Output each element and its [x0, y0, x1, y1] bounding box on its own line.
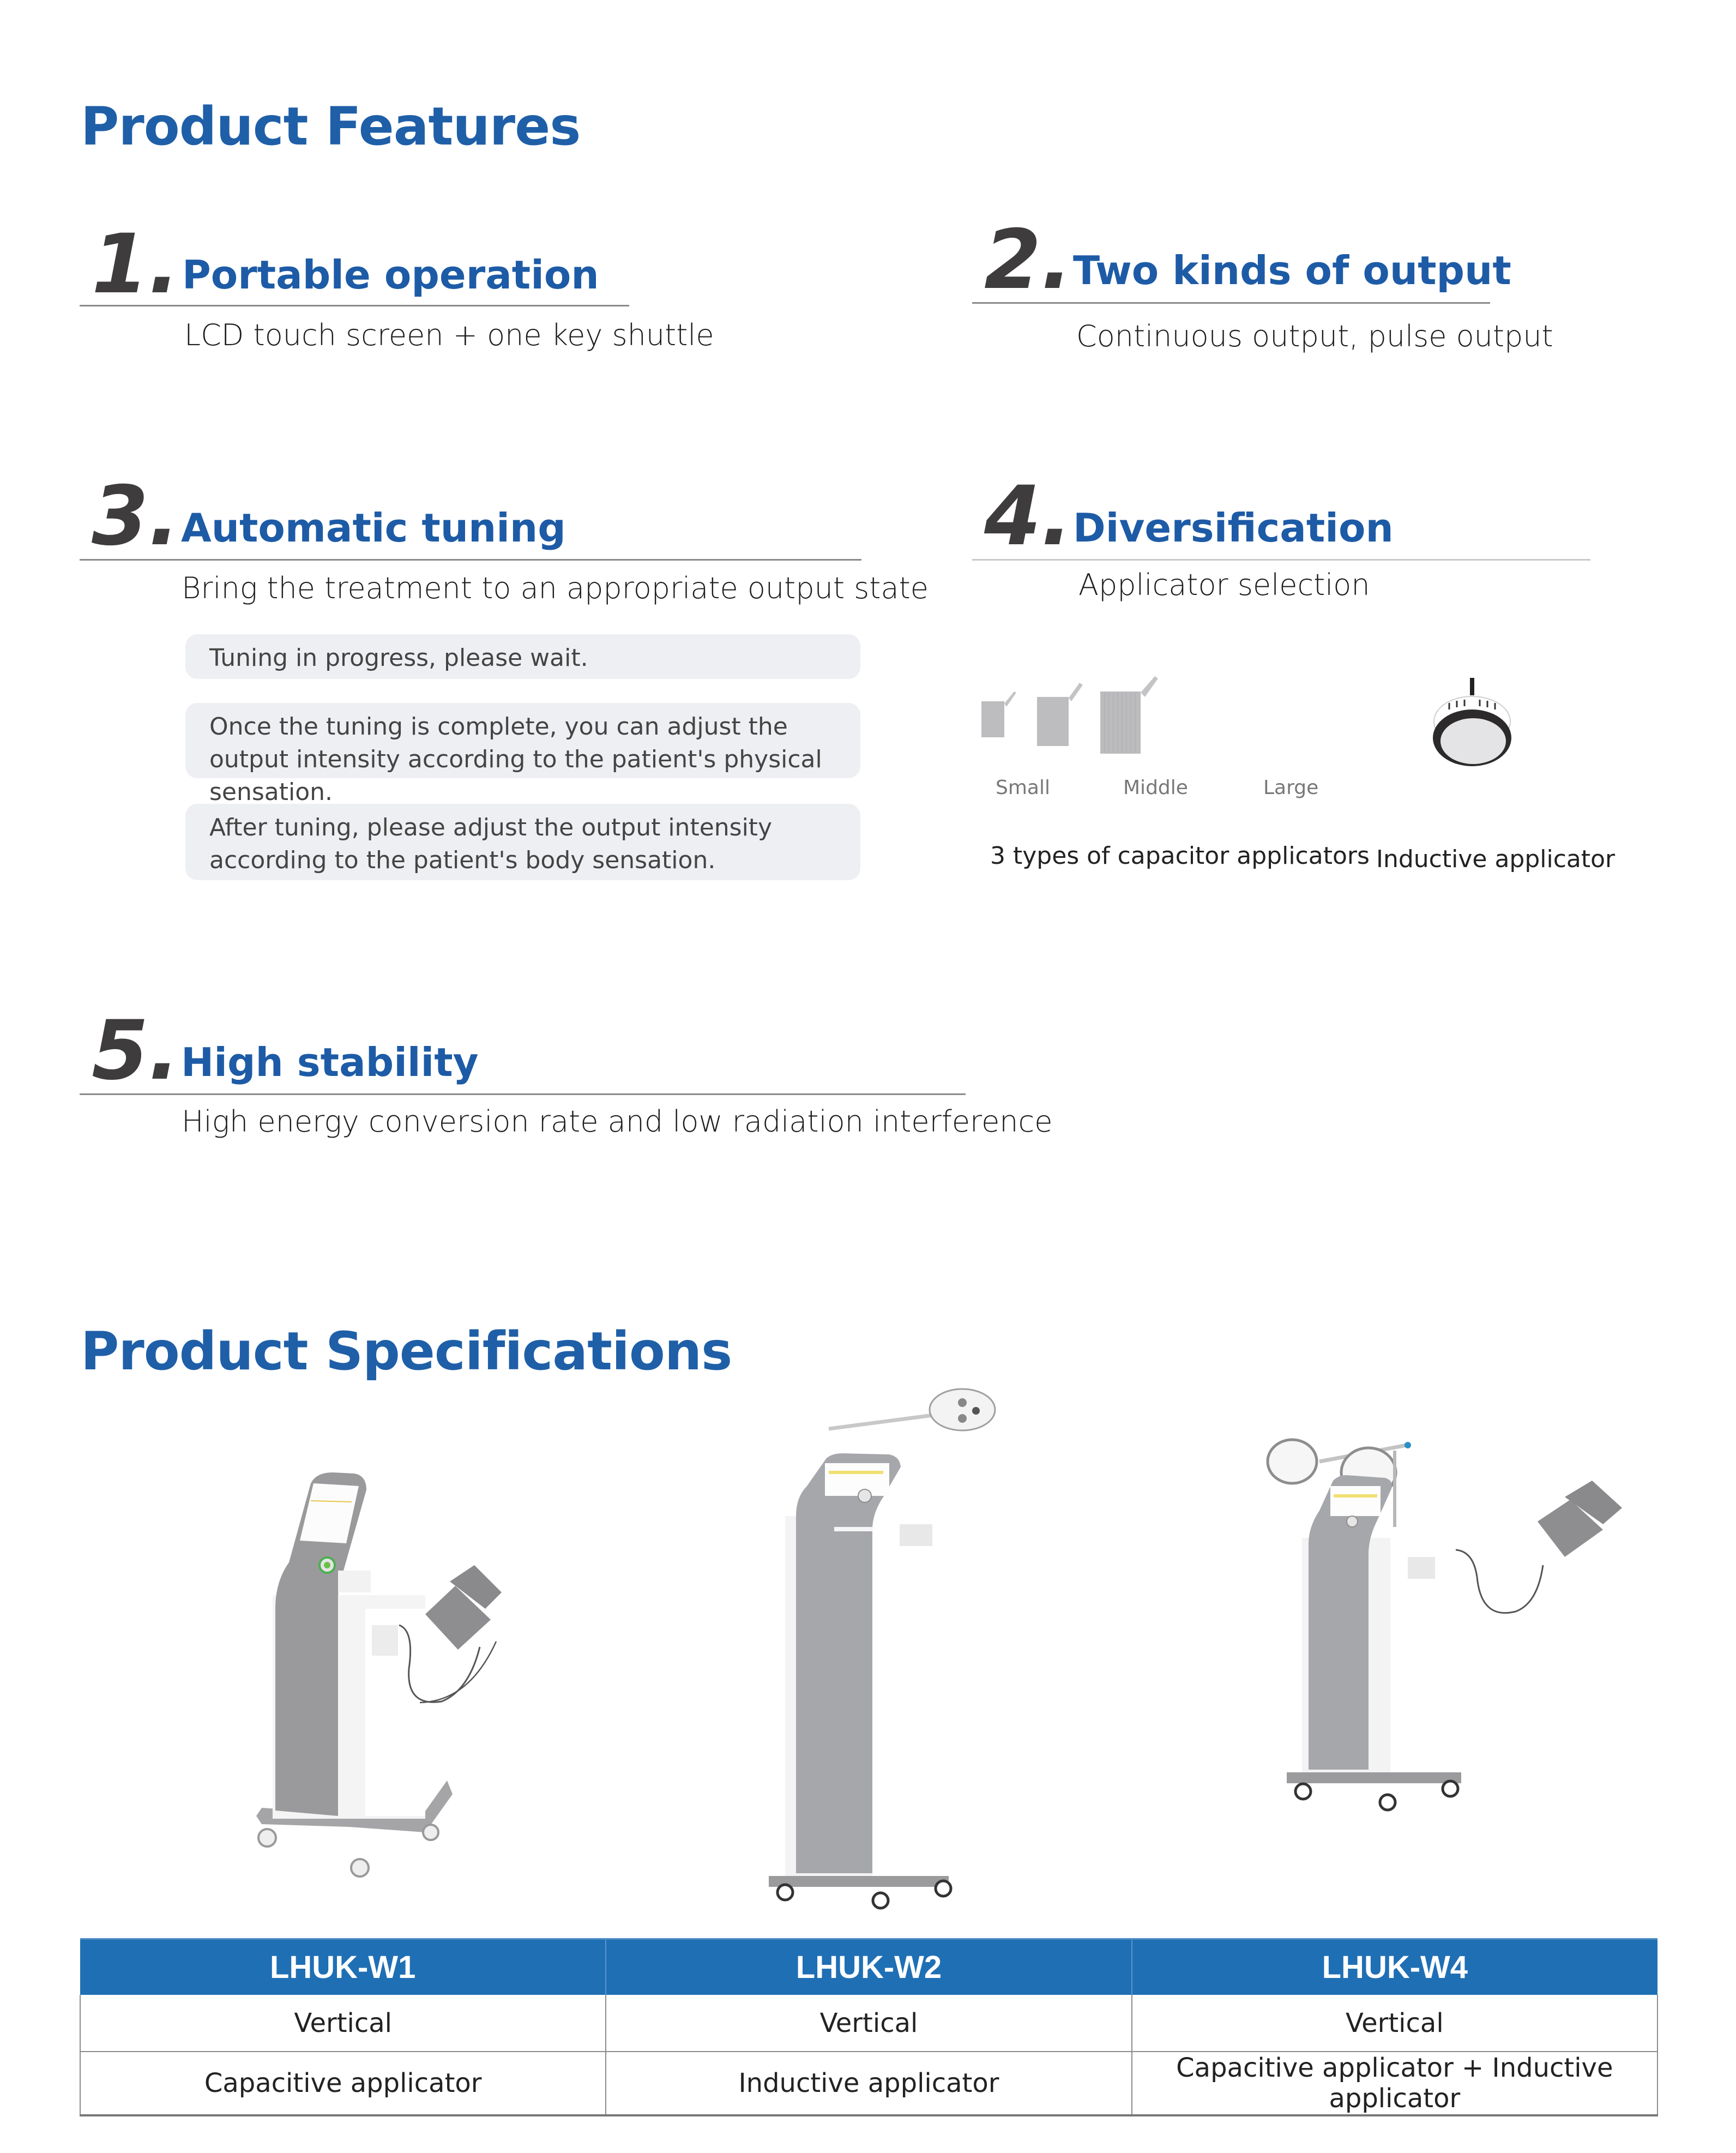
specs-table: LHUK-W1 LHUK-W2 LHUK-W4 Vertical Vertica…	[79, 1938, 1659, 2116]
tuning-message-1-text: Tuning in progress, please wait.	[209, 644, 588, 672]
feature-3-divider	[80, 559, 861, 561]
feature-4-number: 4.	[984, 469, 1072, 564]
feature-3-number: 3.	[92, 469, 180, 564]
model-header-w4: LHUK-W4	[1131, 1938, 1657, 1995]
specs-section-title: Product Specifications	[81, 1321, 732, 1382]
feature-2-divider	[972, 302, 1490, 304]
feature-2-title: Two kinds of output	[1073, 248, 1511, 293]
device-lhuk-w1-image	[256, 1472, 502, 1878]
device-lhuk-w4-image	[1266, 1438, 1622, 1812]
feature-1-title: Portable operation	[182, 252, 599, 298]
features-section-title: Product Features	[81, 96, 581, 157]
feature-3-description: Bring the treatment to an appropriate ou…	[182, 571, 929, 605]
specs-table-header: LHUK-W1 LHUK-W2 LHUK-W4	[80, 1938, 1657, 1995]
feature-5-number: 5.	[92, 1003, 180, 1098]
feature-4-divider	[972, 559, 1590, 561]
feature-4-description: Applicator selection	[1078, 568, 1370, 602]
capacitor-size-small: Small	[996, 777, 1050, 799]
inductive-applicator-icon	[1433, 678, 1511, 766]
feature-3-title: Automatic tuning	[181, 505, 566, 551]
capacitor-size-large: Large	[1263, 777, 1319, 799]
tuning-message-3-text: After tuning, please adjust the output i…	[209, 814, 773, 874]
table-cell: Capacitive applicator + Inductive applic…	[1131, 2052, 1659, 2116]
table-row: Capacitive applicator Inductive applicat…	[79, 2052, 1659, 2116]
capacitor-size-middle: Middle	[1123, 777, 1188, 799]
table-cell: Vertical	[79, 1995, 607, 2052]
capacitor-applicators-icon	[981, 676, 1158, 754]
feature-1-number: 1.	[92, 217, 180, 312]
tuning-message-1: Tuning in progress, please wait.	[185, 634, 860, 679]
model-header-w1: LHUK-W1	[80, 1938, 606, 1995]
feature-2-number: 2.	[984, 213, 1072, 308]
tuning-message-2-text: Once the tuning is complete, you can adj…	[209, 713, 822, 806]
table-cell: Capacitive applicator	[79, 2052, 607, 2116]
feature-5-description: High energy conversion rate and low radi…	[182, 1104, 1053, 1139]
model-header-w2: LHUK-W2	[605, 1938, 1132, 1995]
table-cell: Vertical	[1131, 1995, 1659, 2052]
feature-1-divider	[80, 305, 629, 306]
tuning-message-3: After tuning, please adjust the output i…	[185, 804, 860, 880]
table-row: Vertical Vertical Vertical	[79, 1995, 1659, 2052]
tuning-message-2: Once the tuning is complete, you can adj…	[185, 703, 860, 806]
device-lhuk-w2-image	[769, 1388, 996, 1910]
feature-1-description: LCD touch screen + one key shuttle	[184, 318, 714, 352]
table-cell: Inductive applicator	[605, 2052, 1132, 2116]
inductive-applicator-caption: Inductive applicator	[1376, 845, 1616, 873]
table-cell: Vertical	[605, 1995, 1132, 2052]
feature-4-title: Diversification	[1073, 505, 1394, 551]
feature-5-divider	[80, 1093, 966, 1095]
feature-2-description: Continuous output, pulse output	[1076, 319, 1553, 353]
feature-5-title: High stability	[181, 1039, 479, 1085]
capacitor-applicators-caption: 3 types of capacitor applicators	[990, 842, 1370, 870]
